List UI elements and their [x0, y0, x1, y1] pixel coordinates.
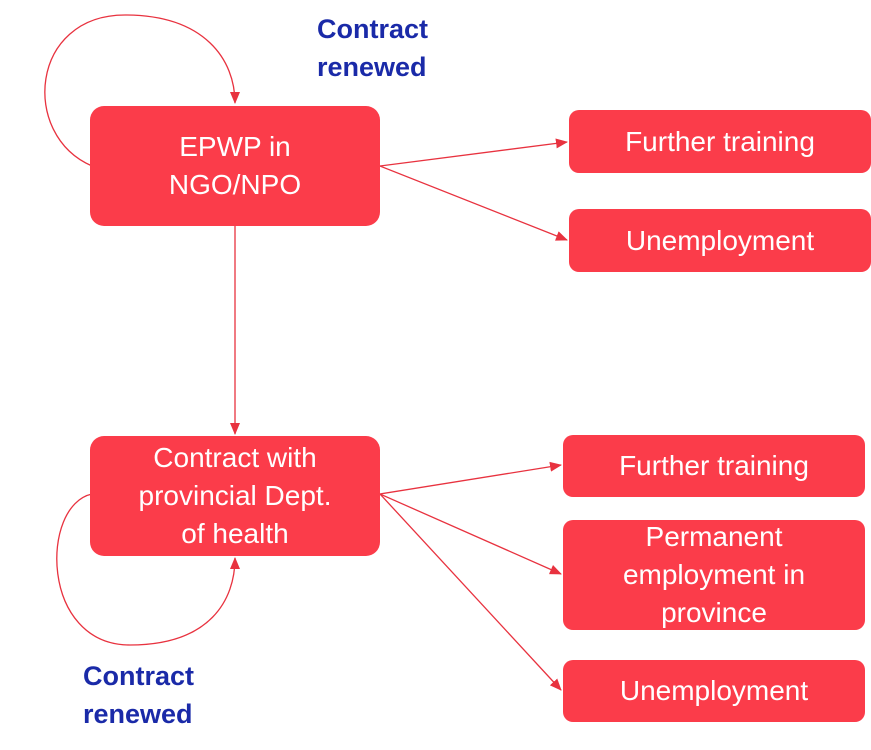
- self-loop-bottom-arrow: [56, 493, 240, 646]
- node-permanent-employment: Permanent employment in province: [563, 520, 865, 630]
- node-contract-provincial-dept: Contract with provincial Dept. of health: [90, 436, 380, 556]
- node-unemployment-2: Unemployment: [563, 660, 865, 722]
- self-loop-top-arrow: [44, 14, 240, 167]
- node-further-training-2: Further training: [563, 435, 865, 497]
- arrow-contract-to-permanent-employment: [379, 493, 562, 575]
- arrow-contract-to-unemployment: [379, 493, 562, 691]
- contract-renewed-label-bottom: Contract renewed: [83, 661, 195, 729]
- node-epwp-ngo-npo: EPWP in NGO/NPO: [90, 106, 380, 226]
- node-further-training-1: Further training: [569, 110, 871, 173]
- contract-renewed-label-top: Contract renewed: [317, 14, 429, 82]
- node-unemployment-1: Unemployment: [569, 209, 871, 272]
- arrow-contract-to-further-training: [379, 461, 562, 495]
- arrow-epwp-to-unemployment: [379, 165, 568, 241]
- arrow-epwp-to-further-training: [379, 138, 568, 167]
